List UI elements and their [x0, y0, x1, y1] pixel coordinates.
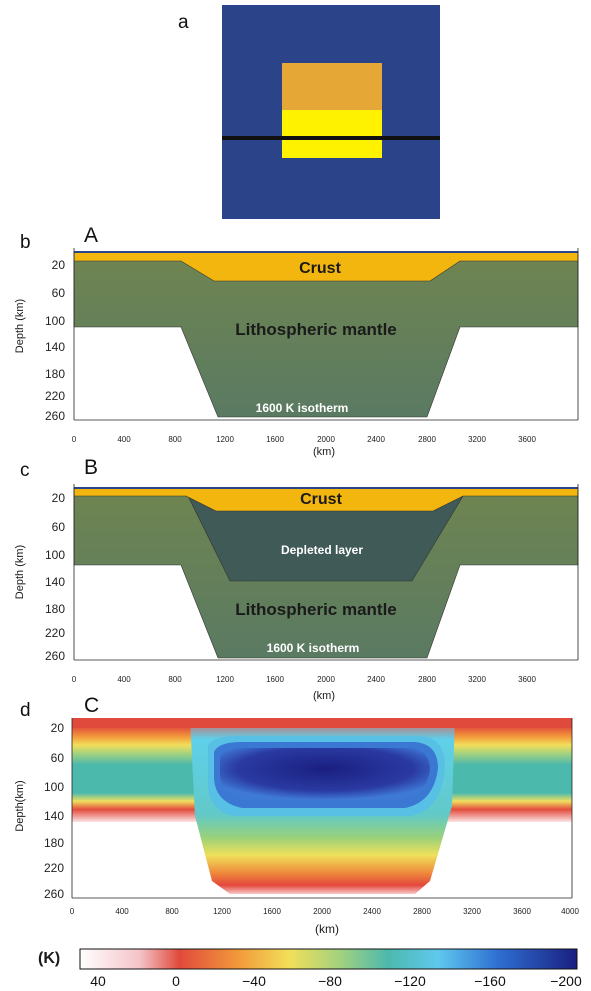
- xtick: 2400: [367, 675, 385, 684]
- depleted-label: Depleted layer: [281, 543, 363, 557]
- panel-c-xlabel: (km): [313, 690, 335, 702]
- panel-d-temperature-anomaly: 20 60 100 140 180 220 260 0 400 800 1200…: [44, 718, 580, 916]
- ytick: 220: [45, 389, 65, 403]
- xtick: 800: [168, 435, 182, 444]
- colorbar: 40 0 −40 −80 −120 −160 −200: [79, 948, 582, 989]
- panel-c-section: 20 60 100 140 180 220 260 0 400 800 1200…: [45, 484, 579, 684]
- panel-b-yticks: 20 60 100 140 180 220 260: [45, 258, 65, 423]
- xtick: 4000: [561, 907, 579, 916]
- panel-c-letter: c: [20, 460, 30, 481]
- xtick: 0: [72, 675, 77, 684]
- lateral-band-left: [72, 718, 202, 822]
- xtick: 3600: [513, 907, 531, 916]
- xtick: 1200: [216, 675, 234, 684]
- panel-d-yticks: 20 60 100 140 180 220 260: [44, 721, 64, 901]
- mantle-label: Lithospheric mantle: [235, 600, 397, 619]
- xtick: 1200: [213, 907, 231, 916]
- xtick: 1200: [216, 435, 234, 444]
- crust-label: Crust: [300, 491, 342, 508]
- panel-d-xlabel: (km): [315, 922, 339, 936]
- mantle-label: Lithospheric mantle: [235, 320, 397, 339]
- yellow-block: [282, 110, 382, 158]
- isotherm-label: 1600 K isotherm: [267, 641, 360, 655]
- xtick: 2800: [418, 675, 436, 684]
- xtick: 2400: [363, 907, 381, 916]
- ytick: 220: [45, 626, 65, 640]
- ytick: 260: [45, 409, 65, 423]
- panel-d-xticks: 0 400 800 1200 1600 2000 2400 2800 3200 …: [70, 907, 580, 916]
- xtick: 3600: [518, 675, 536, 684]
- xtick: 400: [117, 435, 131, 444]
- ytick: 140: [45, 575, 65, 589]
- xtick: 400: [115, 907, 129, 916]
- panel-b-xlabel: (km): [313, 446, 335, 458]
- xtick: 800: [168, 675, 182, 684]
- panel-a-letter: a: [178, 12, 189, 33]
- xtick: 2000: [313, 907, 331, 916]
- panel-a-map: [222, 5, 440, 219]
- xtick: 2400: [367, 435, 385, 444]
- xtick: 3600: [518, 435, 536, 444]
- colorbar-tick: −120: [394, 973, 426, 989]
- ytick: 100: [45, 314, 65, 328]
- colorbar-ticks: 40 0 −40 −80 −120 −160 −200: [90, 973, 582, 989]
- ytick: 60: [51, 751, 65, 765]
- crust-label: Crust: [299, 260, 341, 277]
- panel-b-letter: b: [20, 232, 31, 253]
- xtick: 3200: [463, 907, 481, 916]
- lateral-band-right: [440, 718, 572, 822]
- colorbar-unit: (K): [38, 950, 61, 967]
- colorbar-tick: 0: [172, 973, 180, 989]
- xtick: 1600: [263, 907, 281, 916]
- xtick: 3200: [468, 675, 486, 684]
- ytick: 140: [45, 340, 65, 354]
- panel-c-sub-letter: B: [84, 456, 99, 479]
- ytick: 20: [52, 491, 66, 505]
- xtick: 2000: [317, 675, 335, 684]
- panel-b-section: 20 60 100 140 180 220 260 0 400 800 1200…: [45, 248, 579, 444]
- xtick: 800: [165, 907, 179, 916]
- ytick: 140: [44, 809, 64, 823]
- colorbar-tick: −40: [242, 973, 266, 989]
- xtick: 1600: [266, 675, 284, 684]
- ytick: 180: [45, 602, 65, 616]
- xtick: 3200: [468, 435, 486, 444]
- top-warm-strip: [72, 718, 572, 728]
- isotherm-label: 1600 K isotherm: [256, 401, 349, 415]
- ytick: 260: [44, 887, 64, 901]
- ytick: 180: [45, 367, 65, 381]
- colorbar-tick: −160: [474, 973, 506, 989]
- colorbar-ramp: [79, 948, 578, 970]
- ytick: 260: [45, 649, 65, 663]
- xtick: 2800: [418, 435, 436, 444]
- xtick: 1600: [266, 435, 284, 444]
- ytick: 100: [45, 548, 65, 562]
- ytick: 20: [51, 721, 65, 735]
- colorbar-tick: −200: [550, 973, 582, 989]
- xtick: 2000: [317, 435, 335, 444]
- panel-b-xticks: 0 400 800 1200 1600 2000 2400 2800 3200 …: [72, 435, 537, 444]
- xtick: 0: [72, 435, 77, 444]
- coldest-core: [220, 748, 430, 800]
- ytick: 100: [44, 780, 64, 794]
- ytick: 60: [52, 286, 66, 300]
- panel-d-letter: d: [20, 700, 31, 721]
- ytick: 60: [52, 520, 66, 534]
- ytick: 180: [44, 836, 64, 850]
- xtick: 400: [117, 675, 131, 684]
- colorbar-tick: 40: [90, 973, 106, 989]
- panel-c-yticks: 20 60 100 140 180 220 260: [45, 491, 65, 663]
- ytick: 220: [44, 861, 64, 875]
- colorbar-tick: −80: [318, 973, 342, 989]
- section-line: [222, 136, 440, 140]
- panel-b-sub-letter: A: [84, 224, 99, 247]
- orange-block: [282, 63, 382, 110]
- xtick: 0: [70, 907, 75, 916]
- xtick: 2800: [413, 907, 431, 916]
- panel-d-sub-letter: C: [84, 694, 100, 717]
- ytick: 20: [52, 258, 66, 272]
- panel-c-xticks: 0 400 800 1200 1600 2000 2400 2800 3200 …: [72, 675, 537, 684]
